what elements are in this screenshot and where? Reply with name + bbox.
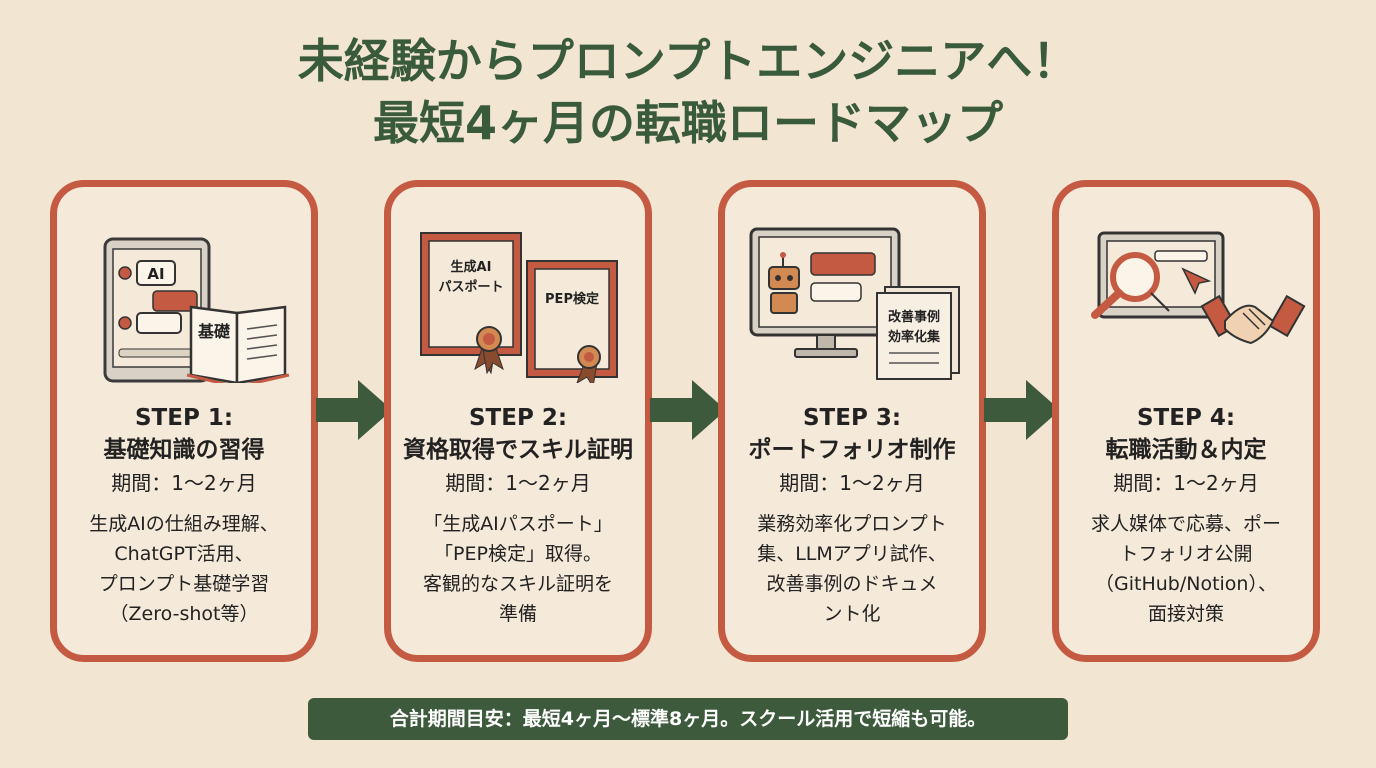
summary-banner: 合計期間目安：最短4ヶ月〜標準8ヶ月。スクール活用で短縮も可能。 [308,698,1068,740]
step-name: 資格取得でスキル証明 [403,437,633,463]
step-name: 基礎知識の習得 [103,437,265,463]
book-icon: 基礎 [186,305,290,383]
desc-line: 生成AIの仕組み理解、 [89,513,279,535]
step-heading: STEP 2: [468,405,568,431]
step-title: STEP 4: 転職活動＆内定 [1059,402,1313,466]
desc-line: 面接対策 [1147,603,1224,625]
illus-label-kiso: 基礎 [197,322,231,341]
desc-line: 「生成AIパスポート」 [423,513,613,535]
step-description: 業務効率化プロンプト 集、LLMアプリ試作、 改善事例のドキュメ ント化 [739,509,965,629]
step-description: 生成AIの仕組み理解、 ChatGPT活用、 プロンプト基礎学習 （Zero-s… [71,509,297,629]
desc-line: （GitHub/Notion）、 [1095,573,1277,595]
step-title: STEP 1: 基礎知識の習得 [57,402,311,466]
step-period: 期間：1〜2ヶ月 [1113,471,1259,495]
illus-label-kaizen: 改善事例 [888,309,940,325]
title-line-1: 未経験からプロンプトエンジニアへ！ [297,34,1079,88]
step-title: STEP 2: 資格取得でスキル証明 [391,402,645,466]
step-name: 転職活動＆内定 [1105,437,1267,463]
illus-label-kouritsu: 効率化集 [888,329,941,345]
desc-line: 「PEP検定」取得。 [434,543,602,565]
step-heading: STEP 4: [1136,405,1236,431]
arrow-right-icon [316,380,392,440]
step-period: 期間：1〜2ヶ月 [111,471,257,495]
document-icon: 改善事例 効率化集 [876,286,960,380]
certificate-icon: 生成AI パスポート PEP検定 [420,232,618,383]
step-heading: STEP 3: [802,405,902,431]
step-title: STEP 3: ポートフォリオ制作 [725,402,979,466]
step-period: 期間：1〜2ヶ月 [779,471,925,495]
step-card-2: 生成AI パスポート PEP検定 STEP 2: 資格取得でスキル証明 期間：1… [384,180,652,662]
desc-line: （Zero-shot等） [109,603,259,625]
desc-line: プロンプト基礎学習 [98,573,270,595]
desc-line: 業務効率化プロンプト [757,513,947,535]
desc-line: 改善事例のドキュメ [766,573,938,595]
search-monitor-icon [1091,231,1306,345]
rosette-icon [474,326,504,375]
step-card-1: AI 基礎 STEP 1: 基礎知識の習得 期間：1〜2ヶ月 生成AIの仕組み理… [50,180,318,662]
desc-line: 準備 [498,603,537,625]
illus-label-seisei: 生成AI [451,259,492,275]
arrow-right-icon [984,380,1060,440]
tablet-chat-icon: AI 基礎 [103,237,290,383]
illus-label-passport: パスポート [438,279,503,295]
title-line-2: 最短4ヶ月の転職ロードマップ [372,96,1003,150]
step-name: ポートフォリオ制作 [748,437,956,463]
illus-label-ai: AI [147,265,164,283]
desc-line: トフォリオ公開 [1119,543,1253,565]
desc-line: ント化 [823,603,881,625]
step-card-3: 改善事例 効率化集 STEP 3: ポートフォリオ制作 期間：1〜2ヶ月 業務効… [718,180,986,662]
arrow-right-icon [650,380,726,440]
step-heading: STEP 1: [134,405,234,431]
page-title: 未経験からプロンプトエンジニアへ！ 最短4ヶ月の転職ロードマップ [0,30,1376,154]
handshake-icon [1200,294,1306,345]
step-card-4: STEP 4: 転職活動＆内定 期間：1〜2ヶ月 求人媒体で応募、ポー トフォリ… [1052,180,1320,662]
step-period: 期間：1〜2ヶ月 [445,471,591,495]
step-description: 「生成AIパスポート」 「PEP検定」取得。 客観的なスキル証明を 準備 [405,509,631,629]
desc-line: ChatGPT活用、 [114,543,254,565]
desc-line: 客観的なスキル証明を [422,573,613,595]
desc-line: 求人媒体で応募、ポー [1090,513,1281,535]
monitor-robot-icon: 改善事例 効率化集 [749,227,960,380]
desc-line: 集、LLMアプリ試作、 [757,543,947,565]
illus-label-pep: PEP検定 [545,291,599,307]
step-description: 求人媒体で応募、ポー トフォリオ公開 （GitHub/Notion）、 面接対策 [1073,509,1299,629]
